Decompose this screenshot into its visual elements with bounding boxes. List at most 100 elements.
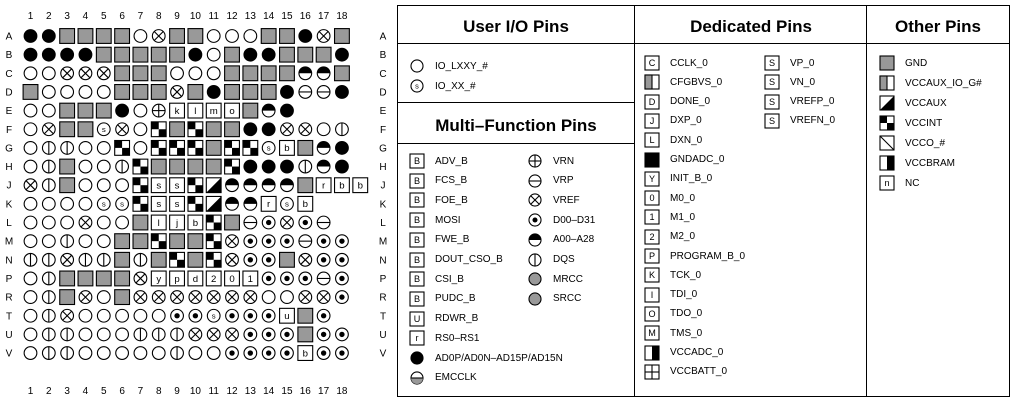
- pin-B4: [78, 47, 93, 62]
- legend-item-label: VCCADC_0: [670, 347, 724, 358]
- svg-text:b: b: [339, 181, 344, 192]
- legend-item: VCCAUX_IO_G#: [879, 74, 982, 92]
- pin-D14: [260, 84, 277, 100]
- col-label-top: 16: [300, 11, 312, 22]
- pin-R2: [41, 290, 56, 305]
- pin-A11: [206, 29, 221, 43]
- pin-E10: l: [187, 102, 204, 119]
- pin-F2: [41, 122, 56, 137]
- row-label-left: A: [6, 32, 13, 43]
- legend-item-label: PROGRAM_B_0: [670, 250, 746, 262]
- pin-symbol-icon: J: [644, 113, 660, 129]
- legend-item-label: VP_0: [790, 57, 815, 69]
- pin-symbol-icon: B: [409, 232, 425, 248]
- pin-U17: [316, 327, 331, 342]
- pin-K15: s: [280, 196, 294, 211]
- row-label-left: T: [6, 311, 12, 322]
- pin-N6: [114, 251, 131, 268]
- pin-L9: j: [169, 214, 186, 231]
- pin-R18: [335, 290, 349, 305]
- col-label-top: 10: [190, 11, 202, 22]
- pin-B15: [279, 46, 295, 63]
- row-label-right: F: [380, 125, 386, 136]
- pin-symbol-icon: n: [879, 175, 895, 191]
- pin-symbol-icon: [879, 55, 895, 71]
- row-label-left: J: [7, 181, 12, 192]
- pin-C12: [224, 65, 240, 82]
- pin-L10: b: [187, 214, 204, 231]
- pin-G2: [41, 140, 56, 155]
- legend-item-label: DOUT_CSO_B: [435, 254, 503, 265]
- col-label-bottom: 2: [46, 386, 52, 397]
- pin-T9: [170, 308, 184, 323]
- legend-item: MRCC: [527, 270, 583, 288]
- pin-V6: [115, 346, 130, 360]
- pin-T13: [243, 308, 258, 323]
- pin-F3: [59, 121, 76, 138]
- pin-M17: [316, 234, 331, 249]
- pin-D10: [187, 84, 204, 100]
- col-label-top: 11: [209, 11, 220, 22]
- pin-K16: b: [297, 195, 314, 212]
- pin-A7: [133, 29, 148, 43]
- col-label-bottom: 14: [263, 386, 275, 397]
- pin-J16: [297, 177, 314, 194]
- pin-L17: [316, 215, 331, 230]
- pin-symbol-icon: B: [409, 271, 425, 287]
- pin-D17: [316, 85, 331, 99]
- pin-F7: [133, 122, 148, 137]
- pin-C7: [132, 65, 149, 82]
- legend-item-label: VREFN_0: [790, 115, 836, 127]
- pin-symbol-icon: [528, 252, 542, 267]
- pin-V8: [151, 346, 166, 360]
- pin-F11: [205, 121, 222, 138]
- svg-text:s: s: [415, 82, 419, 91]
- svg-text:l: l: [158, 218, 160, 229]
- pin-K3: [60, 196, 75, 211]
- pin-N14: [261, 252, 276, 267]
- pin-D1: [22, 84, 39, 100]
- svg-text:B: B: [414, 294, 420, 304]
- legend-item-label: VCCINT: [905, 117, 943, 129]
- pin-A8: [151, 29, 166, 43]
- svg-text:2: 2: [211, 274, 216, 285]
- pin-symbol-icon: U: [409, 311, 425, 327]
- pin-H2: [41, 159, 56, 174]
- row-label-right: R: [379, 293, 386, 304]
- pin-J12: [225, 178, 239, 193]
- pin-symbol-icon: [879, 155, 895, 171]
- pin-H9: [169, 158, 186, 175]
- row-label-right: J: [381, 181, 386, 192]
- svg-text:0: 0: [229, 274, 234, 285]
- pin-M14: [261, 234, 276, 249]
- multi-function-divider: [398, 102, 634, 103]
- pin-C1: [23, 66, 38, 81]
- row-label-left: K: [6, 199, 13, 210]
- legend-item-label: M0_0: [670, 192, 696, 204]
- pin-G13: [242, 139, 259, 156]
- pin-P6: [114, 270, 131, 287]
- svg-text:k: k: [175, 106, 180, 117]
- pin-E12: o: [224, 102, 240, 119]
- row-label-right: M: [379, 237, 387, 248]
- pin-C6: [114, 65, 131, 82]
- pin-G1: [23, 140, 38, 155]
- col-label-top: 7: [138, 11, 144, 22]
- pin-C17: [316, 66, 331, 81]
- pin-L14: [261, 215, 276, 230]
- pin-B16: [297, 46, 314, 63]
- legend-item: VCCAUX: [879, 94, 947, 112]
- svg-text:I: I: [651, 290, 654, 300]
- pin-V3: [60, 346, 75, 360]
- svg-text:O: O: [648, 309, 655, 319]
- pin-F4: [77, 121, 94, 138]
- svg-text:S: S: [769, 116, 775, 126]
- pin-U7: [133, 327, 148, 342]
- pin-A1: [23, 29, 38, 43]
- svg-text:y: y: [156, 274, 161, 285]
- legend-item-label: TDI_0: [670, 289, 698, 301]
- pin-E5: [95, 102, 112, 119]
